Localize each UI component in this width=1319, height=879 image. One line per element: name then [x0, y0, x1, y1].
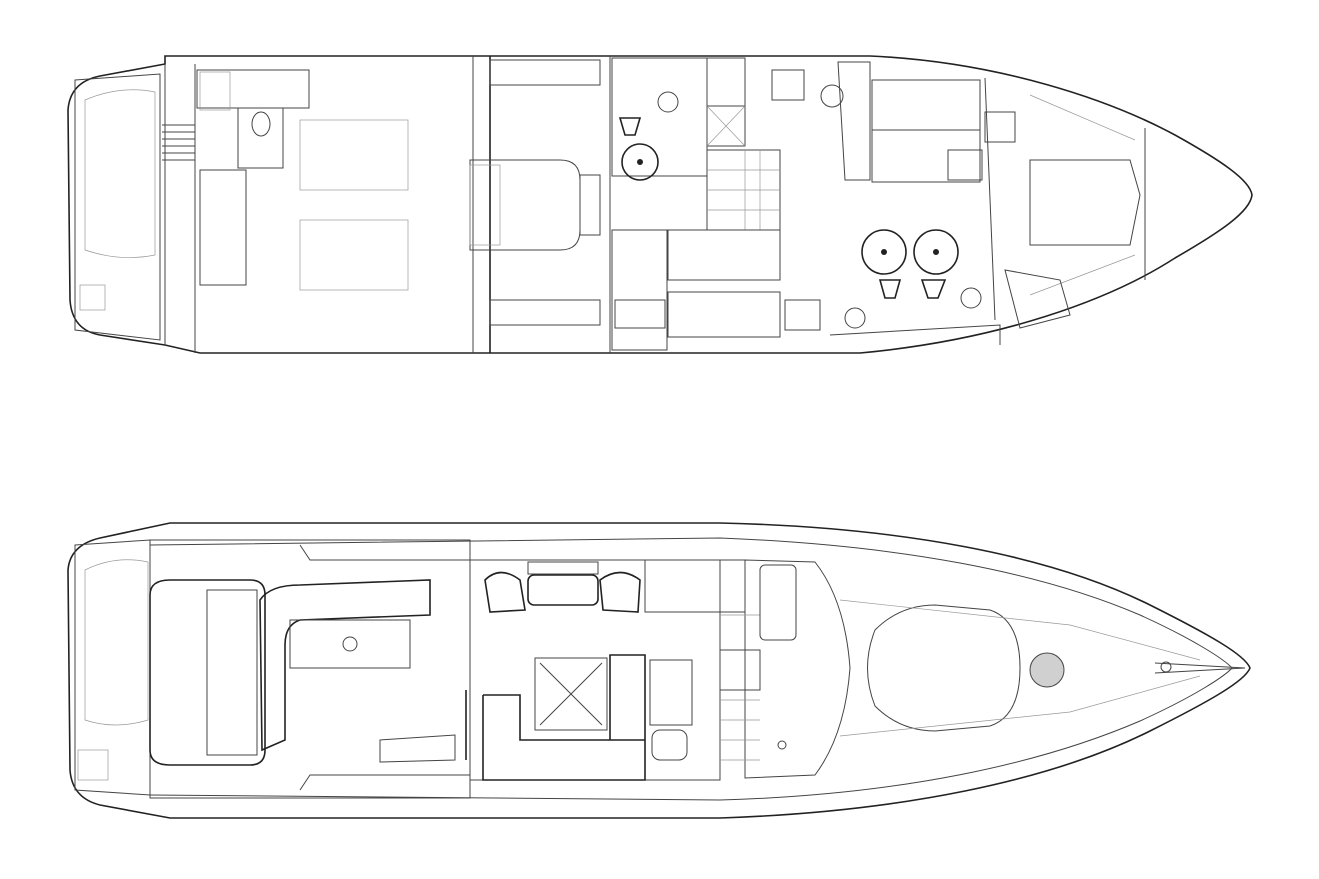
- deck-hatch: [1029, 652, 1065, 688]
- main-deck-plan: [67, 522, 1251, 819]
- saloon: [469, 559, 746, 781]
- companionway-and-galley: [706, 57, 871, 231]
- vip-bow-cabin: [829, 77, 1146, 345]
- hull-outline: [67, 522, 1251, 819]
- engine-room: [299, 56, 474, 353]
- swim-platform: [74, 539, 151, 796]
- master-cabin: [469, 56, 611, 353]
- helm-station: [719, 559, 851, 780]
- hull-outline: [67, 55, 1253, 354]
- cockpit: [149, 539, 471, 799]
- crew-cabin: [162, 64, 310, 353]
- lower-deck-plan: [67, 55, 1253, 354]
- bow-sunpad: [839, 599, 1246, 737]
- guest-cabins: [611, 79, 983, 351]
- swim-platform: [74, 73, 161, 341]
- heads: [611, 57, 982, 329]
